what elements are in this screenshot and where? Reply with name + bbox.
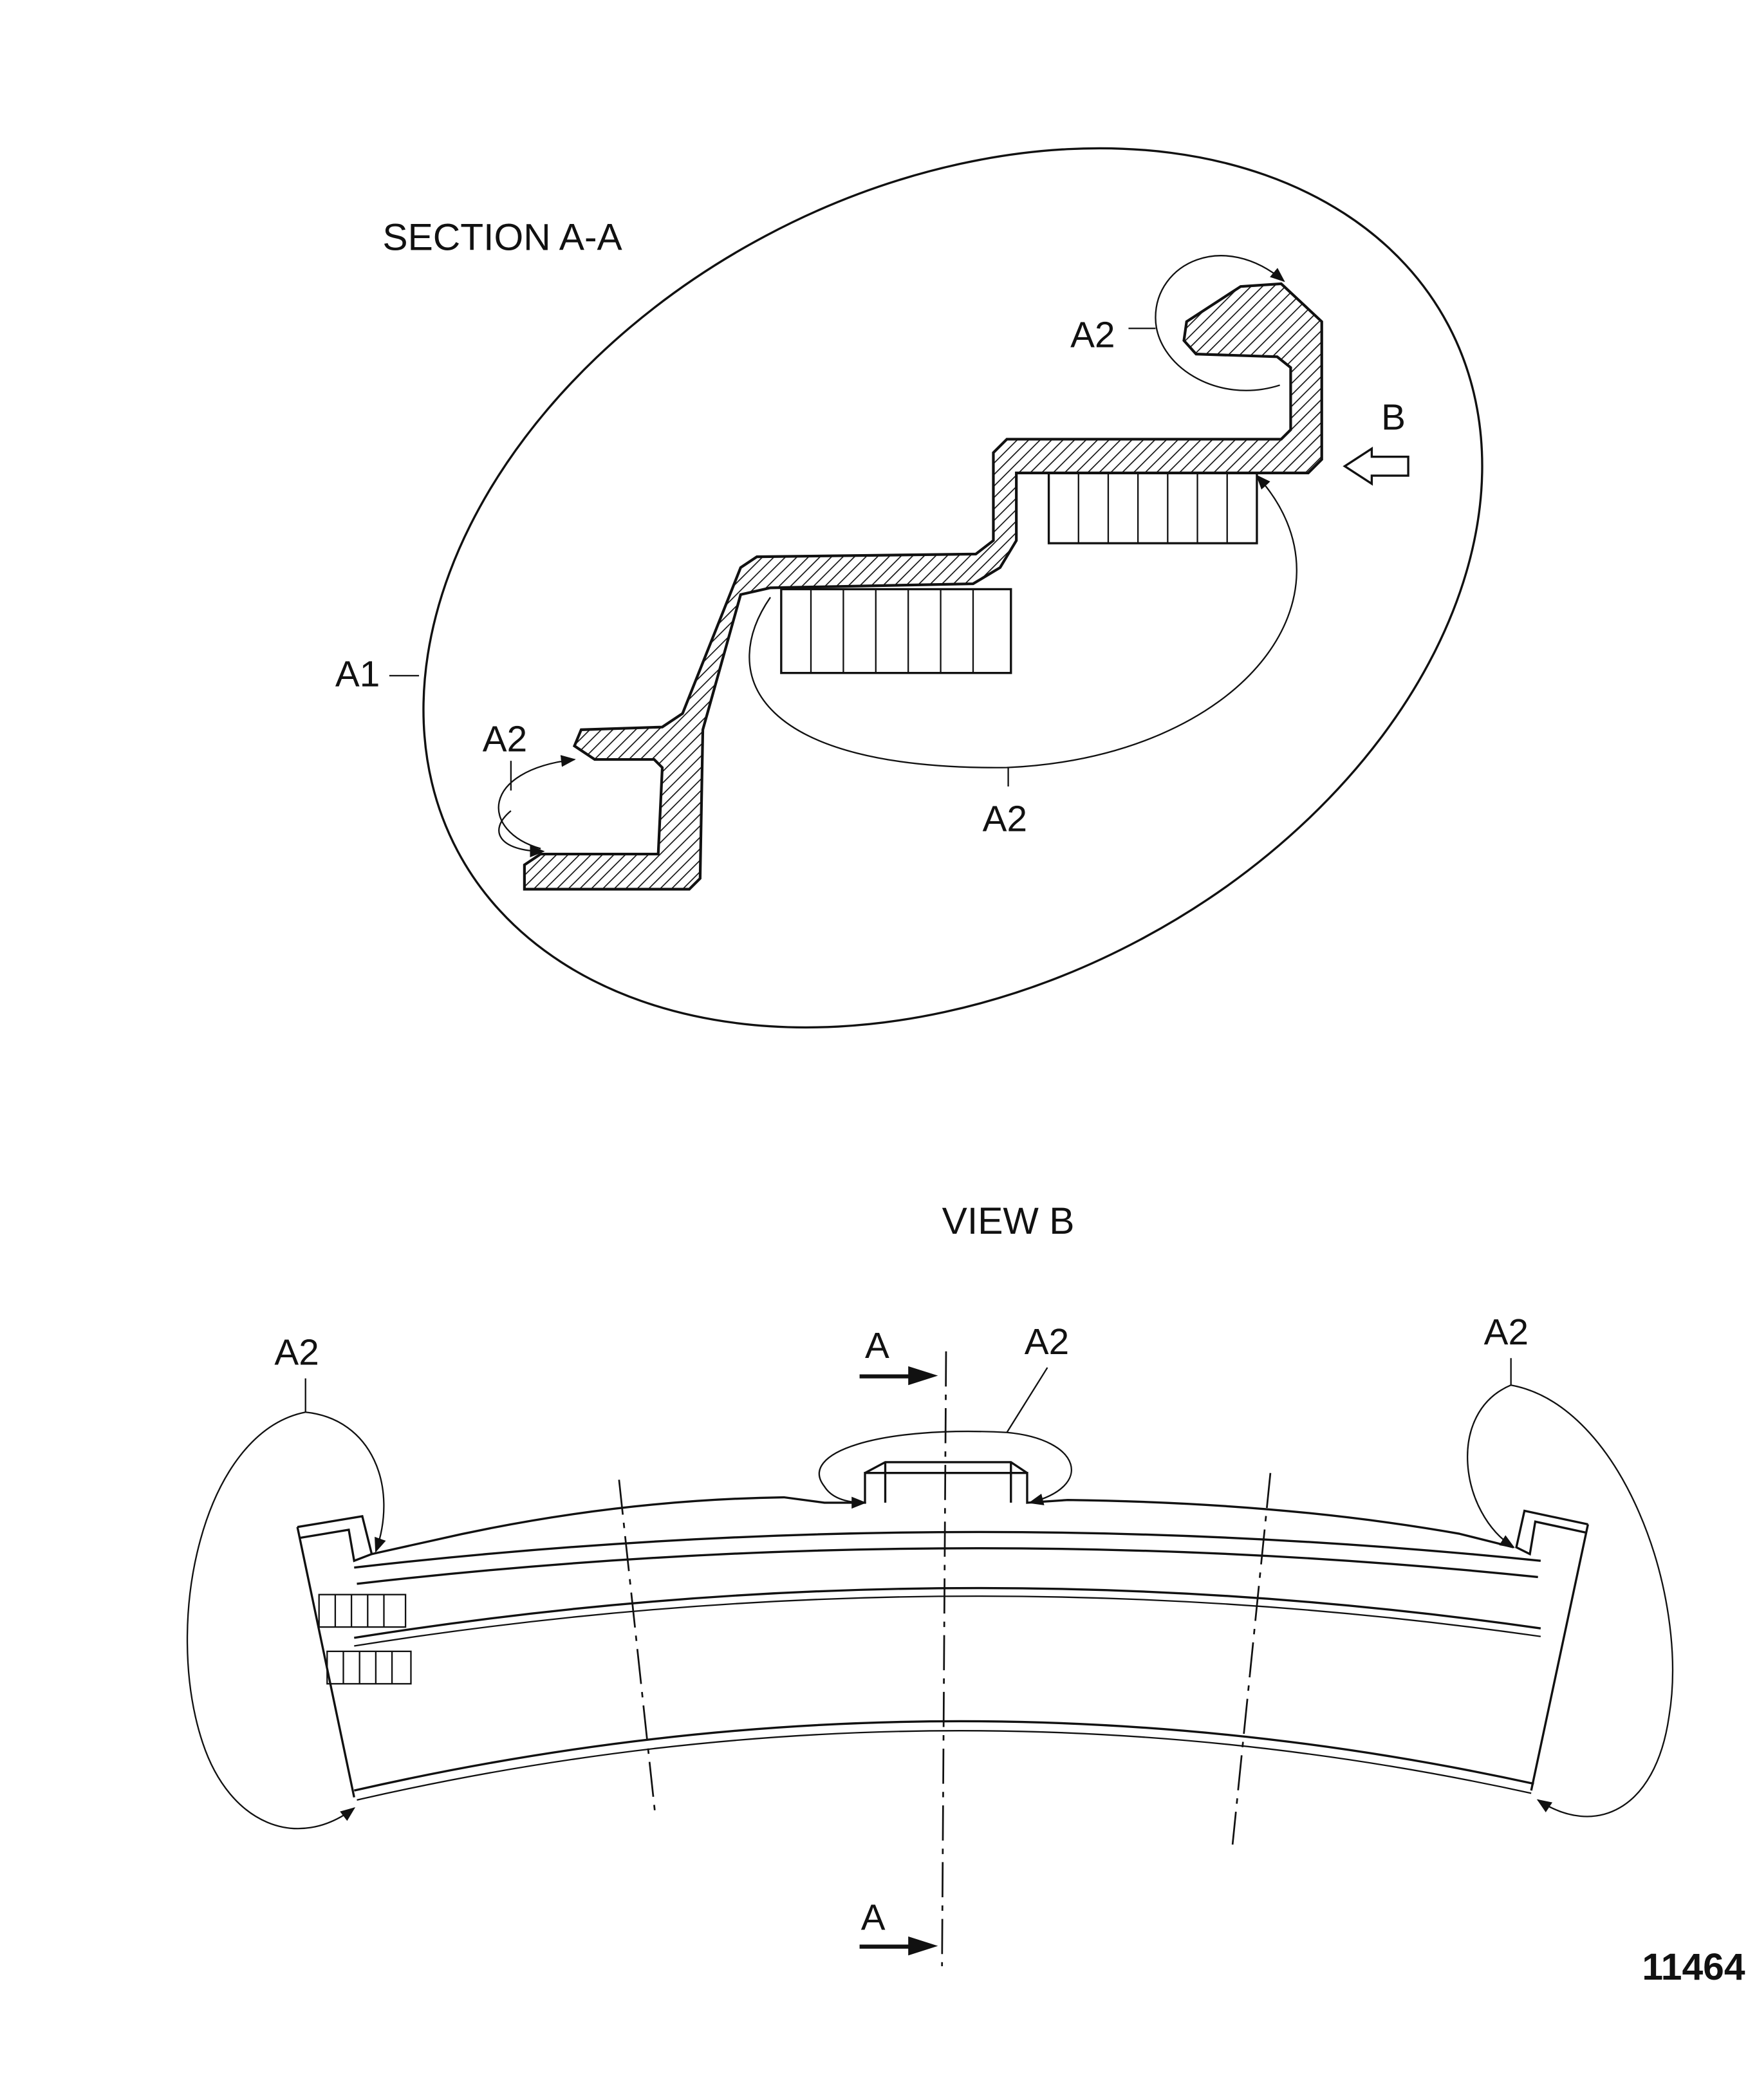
label-a-bottom: A xyxy=(861,1897,886,1938)
lip-teeth-upper xyxy=(1047,472,1258,544)
a2-arrow-left-bottom xyxy=(186,1411,356,1830)
view-b: VIEW B A A A2 A2 A2 xyxy=(186,1200,1674,1967)
seal-profile xyxy=(523,282,1323,891)
label-a2-bottom: A2 xyxy=(983,799,1027,839)
ring-outer-edge xyxy=(371,1472,1514,1556)
lip-teeth-lower xyxy=(780,588,1012,674)
label-a2-center: A2 xyxy=(1025,1322,1069,1362)
label-b: B xyxy=(1381,398,1406,438)
ring-band-line-2 xyxy=(357,1547,1538,1585)
label-a2-right: A2 xyxy=(1484,1312,1529,1353)
section-a-a: SECTION A-A A2 B A1 A2 A2 xyxy=(335,147,1483,1029)
ring-band-line-3 xyxy=(354,1586,1541,1639)
ring-band-line-4 xyxy=(354,1595,1541,1647)
area-a1-outline xyxy=(422,147,1483,1029)
ring-band-line-1 xyxy=(354,1530,1541,1569)
label-a2-left: A2 xyxy=(274,1333,319,1373)
a2-arrow-center-left xyxy=(818,1430,1007,1509)
ring-right-end xyxy=(1530,1524,1590,1791)
a2-arrow-top xyxy=(1155,255,1285,391)
label-a1: A1 xyxy=(335,655,380,695)
ring-inner-edge-2 xyxy=(357,1730,1532,1801)
center-tab xyxy=(864,1461,1028,1503)
right-tab xyxy=(1515,1509,1588,1556)
label-a-top: A xyxy=(865,1326,889,1366)
ring-inner-edge xyxy=(353,1720,1534,1792)
label-a2-top: A2 xyxy=(1070,315,1115,356)
label-a2-left: A2 xyxy=(483,719,527,759)
view-b-arrow-icon xyxy=(1343,447,1409,486)
figure-number: 11464 xyxy=(1642,1946,1745,1988)
section-line-a xyxy=(941,1351,947,1967)
a2-leader-center xyxy=(1006,1367,1048,1433)
a2-arrow-right-top xyxy=(1467,1384,1515,1548)
a2-arrow-left-top xyxy=(305,1411,386,1553)
left-tab xyxy=(297,1514,373,1563)
section-arrow-bottom xyxy=(859,1936,938,1956)
ring-left-end xyxy=(296,1527,355,1798)
centerline-left xyxy=(618,1480,656,1818)
section-title: SECTION A-A xyxy=(382,216,622,258)
a2-arrow-center xyxy=(748,474,1297,768)
a2-arrow-left-a xyxy=(497,755,576,850)
section-arrow-top xyxy=(859,1366,938,1386)
view-b-title: VIEW B xyxy=(942,1200,1075,1242)
a2-arrow-right-bottom xyxy=(1511,1384,1674,1817)
a2-arrow-left-b xyxy=(498,810,545,858)
a2-arrow-center-right xyxy=(1007,1431,1072,1505)
left-teeth xyxy=(318,1594,412,1685)
centerline-right xyxy=(1231,1473,1272,1845)
